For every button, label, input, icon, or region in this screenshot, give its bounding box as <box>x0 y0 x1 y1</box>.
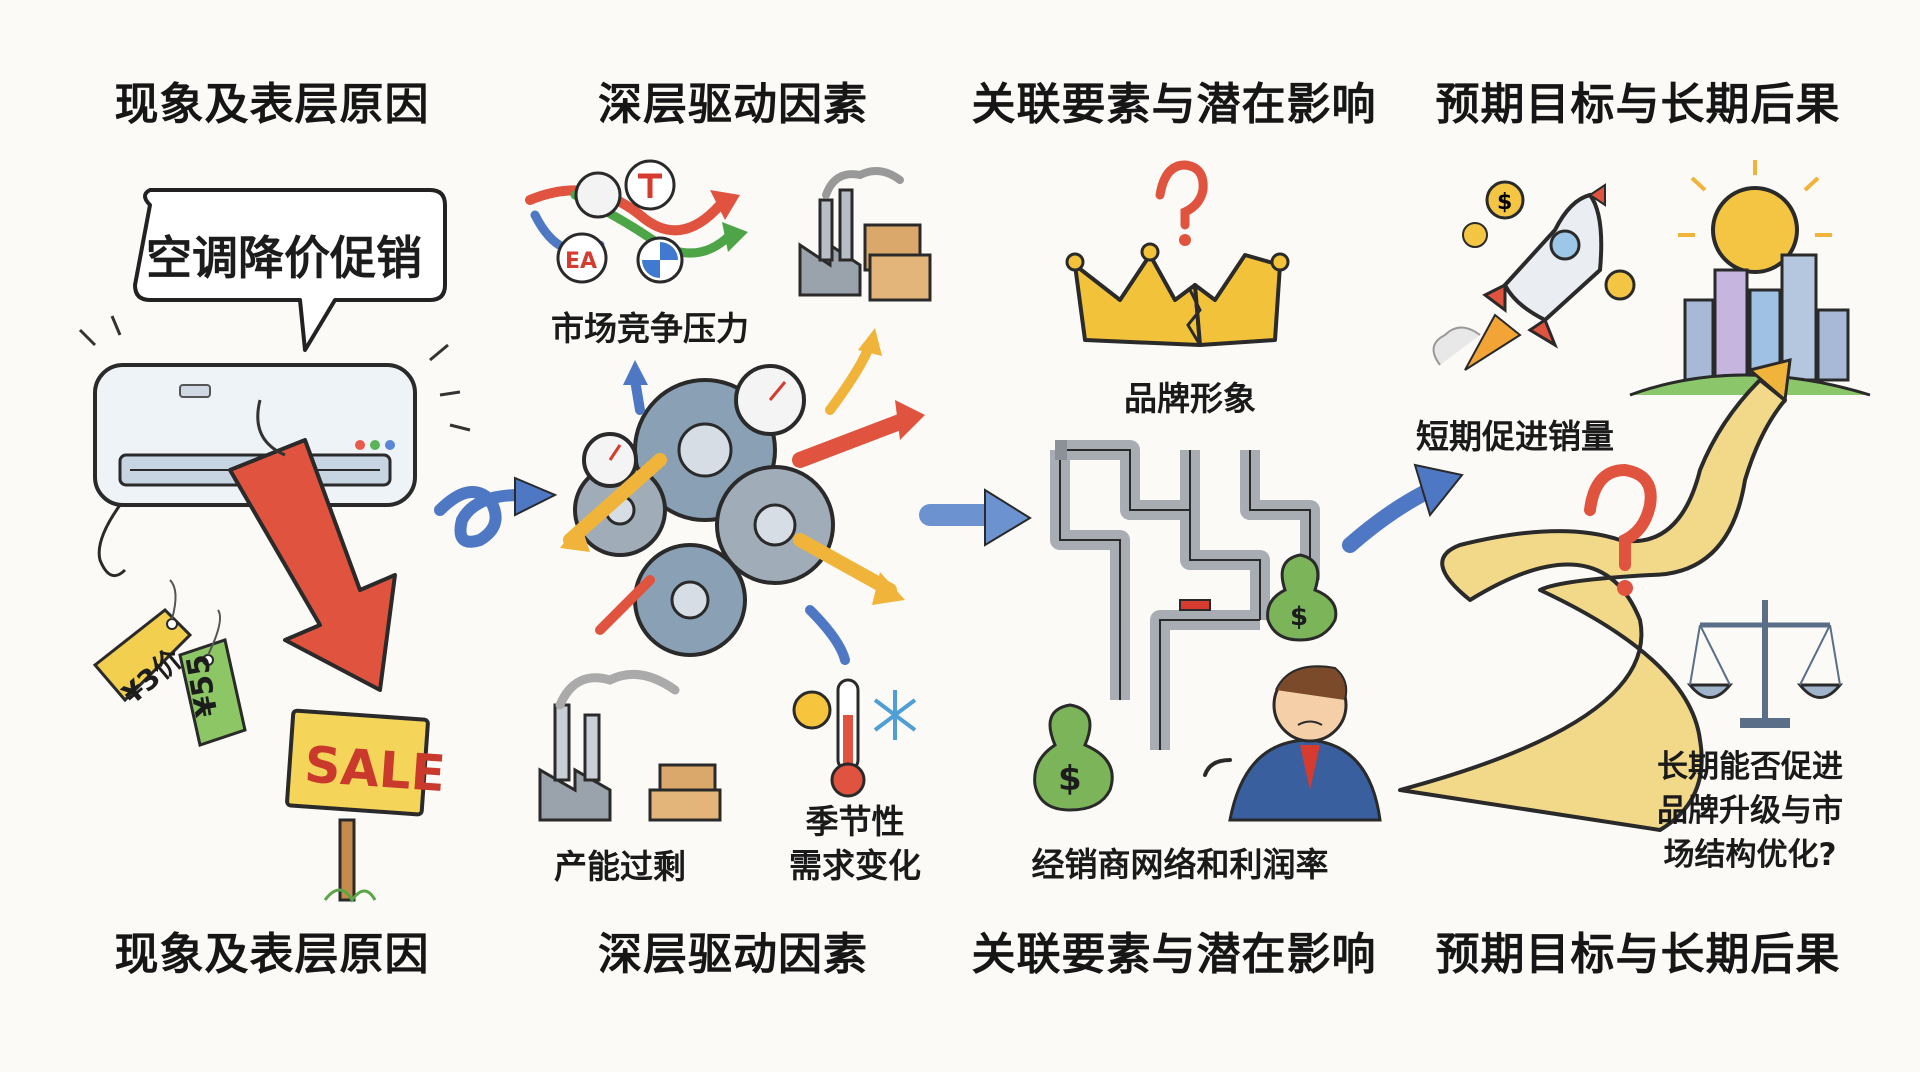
competition-label: 市场竞争压力 <box>551 309 749 348</box>
svg-text:SALE: SALE <box>303 735 447 803</box>
long-term-label: 长期能否促进 品牌升级与市 场结构优化? <box>1657 749 1843 873</box>
column-heading-top-4: 预期目标与长期后果 <box>1435 79 1841 130</box>
rocket-icon: $ <box>1432 180 1636 371</box>
price-tag-yellow-icon: ¥3价 <box>92 579 193 711</box>
svg-text:$: $ <box>1497 190 1512 215</box>
balance-scale-icon <box>1686 600 1844 728</box>
money-bag-icon: $ $ <box>1033 553 1338 812</box>
column-heading-bottom-4: 预期目标与长期后果 <box>1435 929 1841 980</box>
short-term-label: 短期促进销量 <box>1416 417 1614 456</box>
column-heading-bottom-1: 现象及表层原因 <box>114 929 430 980</box>
column-heading-bottom-2: 深层驱动因素 <box>598 929 868 980</box>
dealer-network-label: 经销商网络和利润率 <box>1031 845 1329 884</box>
column-heading-top-3: 关联要素与潜在影响 <box>971 79 1377 130</box>
pipe-network-icon <box>1050 440 1320 750</box>
factory-icon <box>798 167 932 302</box>
speech-bubble <box>133 188 447 352</box>
radiating-arrows-icon <box>560 328 925 665</box>
worried-dealer-icon <box>1203 665 1382 822</box>
competition-arrows-icon: EA <box>525 159 748 284</box>
outcome-question-mark-icon <box>1584 463 1657 596</box>
column-heading-top-2: 深层驱动因素 <box>598 79 868 130</box>
svg-text:$: $ <box>1058 759 1082 799</box>
svg-text:EA: EA <box>565 249 597 274</box>
price-drop-arrow-icon <box>228 399 397 692</box>
flow-arrow-2-icon <box>919 488 1032 547</box>
sale-sign-icon: SALE <box>285 708 447 903</box>
overcapacity-label: 产能过剩 <box>554 847 686 886</box>
flow-arrow-3-icon <box>1342 463 1464 553</box>
seasonal-weather-icon <box>792 678 917 798</box>
gears-cluster-icon <box>573 364 835 657</box>
bubble-text: 空调降价促销 <box>146 231 422 285</box>
city-skyline-icon <box>1629 160 1871 397</box>
question-mark-icon <box>1155 160 1208 246</box>
price-tag-green-icon: ¥55 <box>178 609 247 747</box>
flow-arrow-1-icon <box>434 476 558 548</box>
winding-road-icon <box>1398 358 1792 832</box>
overcapacity-factory-icon <box>538 669 722 822</box>
column-heading-top-1: 现象及表层原因 <box>114 79 430 130</box>
svg-text:$: $ <box>1290 602 1308 632</box>
seasonal-label: 季节性 需求变化 <box>789 802 921 885</box>
broken-crown-icon <box>1065 242 1290 347</box>
column-heading-bottom-3: 关联要素与潜在影响 <box>971 929 1377 980</box>
brand-image-label: 品牌形象 <box>1124 379 1256 418</box>
